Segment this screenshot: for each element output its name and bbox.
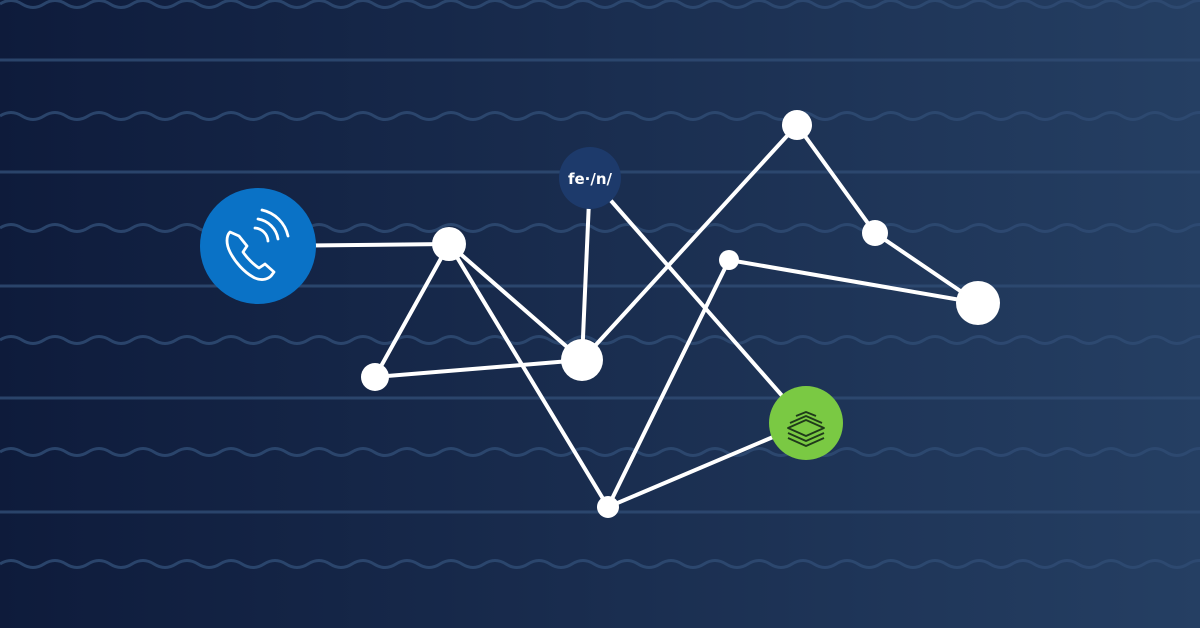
- node-right: [862, 220, 888, 246]
- wave-line-1: [0, 111, 1200, 121]
- edge-hub-left: [373, 242, 451, 379]
- node-far-right: [956, 281, 1000, 325]
- wave-line-4: [0, 447, 1200, 457]
- phone-badge-circle: [200, 188, 316, 304]
- edge-left-center: [373, 358, 584, 379]
- phonetic-label: fe·/n/: [568, 170, 613, 188]
- node-bottom: [597, 496, 619, 518]
- edge-top-right: [795, 123, 877, 235]
- edge-center-top: [580, 123, 799, 362]
- phonetic-badge: fe·/n/: [559, 147, 621, 209]
- node-center: [561, 339, 603, 381]
- phonetic-badge-circle: [559, 147, 621, 209]
- edge-hub-bottom: [447, 242, 610, 509]
- wave-line-5: [0, 559, 1200, 569]
- stacked-papers-icon: [787, 411, 825, 447]
- node-mid: [719, 250, 739, 270]
- node-hub: [432, 227, 466, 261]
- edge-mid-far: [727, 258, 980, 305]
- document-badge: [769, 386, 843, 460]
- phone-badge: [200, 188, 316, 304]
- document-badge-circle: [769, 386, 843, 460]
- node-left: [361, 363, 389, 391]
- edge-mid-bottom: [606, 258, 731, 509]
- network-nodes: [361, 110, 1000, 518]
- wave-line-0: [0, 0, 1200, 9]
- edge-hub-center: [447, 242, 584, 362]
- wave-line-3: [0, 335, 1200, 345]
- phone-ringing-icon: [225, 208, 290, 281]
- node-top: [782, 110, 812, 140]
